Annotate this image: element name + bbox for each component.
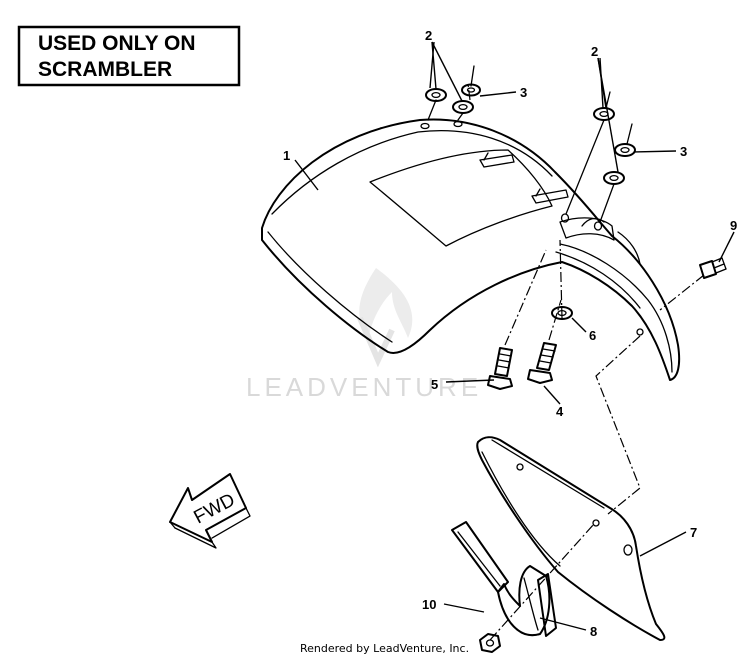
forward-direction-arrow: FWD [169, 473, 251, 549]
note-line-1: USED ONLY ON [38, 32, 196, 55]
rendered-by-footer: Rendered by LeadVenture, Inc. [300, 642, 469, 655]
callout-labels: 1 2 2 3 3 4 5 6 7 8 9 10 [283, 28, 737, 639]
callout-9: 9 [730, 218, 737, 233]
callout-3-top: 3 [520, 85, 527, 100]
callout-4: 4 [556, 404, 564, 419]
note-line-2: SCRAMBLER [38, 58, 172, 81]
callout-1: 1 [283, 148, 290, 163]
callout-2-side: 2 [591, 44, 598, 59]
bolt-4 [527, 342, 557, 384]
screw-9 [699, 257, 727, 279]
watermark-text: LEADVENTURE [246, 372, 482, 402]
bolt-5 [487, 347, 513, 390]
side-washers [565, 91, 636, 223]
callout-3-side: 3 [680, 144, 687, 159]
number-plate [476, 436, 666, 641]
plate-bracket [451, 521, 557, 637]
nut-10 [479, 633, 501, 653]
assembly-centerlines [467, 83, 705, 641]
callout-6: 6 [589, 328, 596, 343]
callout-8: 8 [590, 624, 597, 639]
callout-10: 10 [422, 597, 436, 612]
front-fender [261, 118, 681, 381]
scrambler-note-box: USED ONLY ON SCRAMBLER [17, 25, 241, 87]
callout-2-top: 2 [425, 28, 432, 43]
callout-7: 7 [690, 525, 697, 540]
leader-lines [294, 41, 735, 631]
watermark: LEADVENTURE [246, 268, 482, 402]
callout-5: 5 [431, 377, 438, 392]
